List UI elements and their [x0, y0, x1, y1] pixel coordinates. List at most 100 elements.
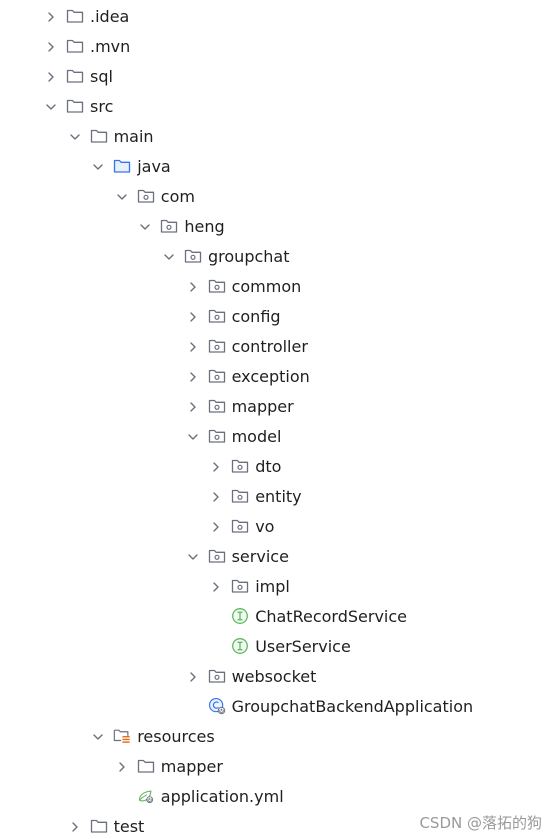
chevron-down-icon[interactable]	[44, 100, 58, 114]
chevron-right-icon[interactable]	[209, 460, 223, 474]
chevron-down-icon[interactable]	[91, 160, 105, 174]
chevron-right-icon[interactable]	[186, 400, 200, 414]
tree-item[interactable]: ChatRecordService	[0, 602, 556, 632]
tree-item-label: application.yml	[160, 787, 284, 806]
tree-item-label: java	[137, 157, 171, 176]
chevron-down-icon[interactable]	[91, 730, 105, 744]
tree-item[interactable]: java	[0, 152, 556, 182]
tree-item[interactable]: dto	[0, 452, 556, 482]
tree-item[interactable]: main	[0, 122, 556, 152]
tree-item[interactable]: controller	[0, 332, 556, 362]
package-icon	[231, 577, 249, 595]
tree-item-label: src	[90, 97, 114, 116]
folder-icon	[66, 37, 84, 55]
chevron-down-icon[interactable]	[186, 550, 200, 564]
tree-item[interactable]: config	[0, 302, 556, 332]
tree-item[interactable]: com	[0, 182, 556, 212]
chevron-right-icon[interactable]	[186, 280, 200, 294]
tree-item-label: .idea	[90, 7, 130, 26]
chevron-right-icon[interactable]	[209, 490, 223, 504]
tree-item-label: heng	[184, 217, 225, 236]
chevron-right-icon[interactable]	[68, 820, 82, 834]
tree-item-label: controller	[231, 337, 308, 356]
chevron-right-icon[interactable]	[44, 70, 58, 84]
tree-item-label: config	[231, 307, 281, 326]
chevron-right-icon[interactable]	[115, 760, 129, 774]
tree-item-label: resources	[137, 727, 215, 746]
package-icon	[208, 277, 226, 295]
resources-folder-icon	[113, 727, 131, 745]
tree-item[interactable]: sql	[0, 62, 556, 92]
chevron-right-icon[interactable]	[44, 40, 58, 54]
tree-item-label: vo	[255, 517, 275, 536]
tree-item[interactable]: groupchat	[0, 242, 556, 272]
package-icon	[137, 187, 155, 205]
chevron-right-icon[interactable]	[186, 310, 200, 324]
package-icon	[231, 457, 249, 475]
tree-item[interactable]: .mvn	[0, 32, 556, 62]
package-icon	[231, 517, 249, 535]
chevron-down-icon[interactable]	[115, 190, 129, 204]
tree-item[interactable]: impl	[0, 572, 556, 602]
tree-item[interactable]: application.yml	[0, 782, 556, 812]
tree-item[interactable]: model	[0, 422, 556, 452]
interface-icon	[231, 607, 249, 625]
tree-item[interactable]: .idea	[0, 2, 556, 32]
folder-icon	[90, 127, 108, 145]
tree-item-label: ChatRecordService	[255, 607, 407, 626]
chevron-down-icon[interactable]	[68, 130, 82, 144]
tree-item-label: mapper	[231, 397, 294, 416]
interface-icon	[231, 637, 249, 655]
tree-item-label: model	[231, 427, 282, 446]
tree-item-label: main	[113, 127, 154, 146]
folder-icon	[66, 67, 84, 85]
package-icon	[208, 667, 226, 685]
tree-item-label: entity	[255, 487, 302, 506]
tree-item-label: common	[231, 277, 302, 296]
folder-icon	[137, 757, 155, 775]
tree-item[interactable]: resources	[0, 722, 556, 752]
tree-item-label: service	[231, 547, 289, 566]
package-icon	[208, 547, 226, 565]
package-icon	[208, 307, 226, 325]
tree-item[interactable]: exception	[0, 362, 556, 392]
folder-icon	[90, 817, 108, 835]
package-icon	[208, 337, 226, 355]
tree-item-label: GroupchatBackendApplication	[231, 697, 474, 716]
tree-item[interactable]: websocket	[0, 662, 556, 692]
folder-icon	[66, 97, 84, 115]
package-icon	[208, 427, 226, 445]
tree-item-label: UserService	[255, 637, 351, 656]
package-icon	[184, 247, 202, 265]
tree-item[interactable]: src	[0, 92, 556, 122]
tree-item[interactable]: mapper	[0, 752, 556, 782]
folder-icon	[66, 7, 84, 25]
chevron-down-icon[interactable]	[138, 220, 152, 234]
chevron-down-icon[interactable]	[162, 250, 176, 264]
tree-item[interactable]: heng	[0, 212, 556, 242]
tree-item[interactable]: vo	[0, 512, 556, 542]
chevron-right-icon[interactable]	[186, 340, 200, 354]
chevron-down-icon[interactable]	[186, 430, 200, 444]
chevron-right-icon[interactable]	[209, 520, 223, 534]
source-root-folder-icon	[113, 157, 131, 175]
chevron-right-icon[interactable]	[209, 580, 223, 594]
tree-item[interactable]: common	[0, 272, 556, 302]
package-icon	[208, 397, 226, 415]
tree-item[interactable]: mapper	[0, 392, 556, 422]
tree-item-label: impl	[255, 577, 290, 596]
tree-item-label: dto	[255, 457, 282, 476]
chevron-right-icon[interactable]	[186, 370, 200, 384]
tree-item-label: .mvn	[90, 37, 131, 56]
tree-item-label: test	[113, 817, 145, 836]
chevron-right-icon[interactable]	[186, 670, 200, 684]
tree-item-label: websocket	[231, 667, 317, 686]
tree-item-label: mapper	[160, 757, 223, 776]
tree-item[interactable]: GroupchatBackendApplication	[0, 692, 556, 722]
tree-item[interactable]: UserService	[0, 632, 556, 662]
tree-item[interactable]: test	[0, 812, 556, 839]
tree-item[interactable]: service	[0, 542, 556, 572]
tree-item[interactable]: entity	[0, 482, 556, 512]
chevron-right-icon[interactable]	[44, 10, 58, 24]
